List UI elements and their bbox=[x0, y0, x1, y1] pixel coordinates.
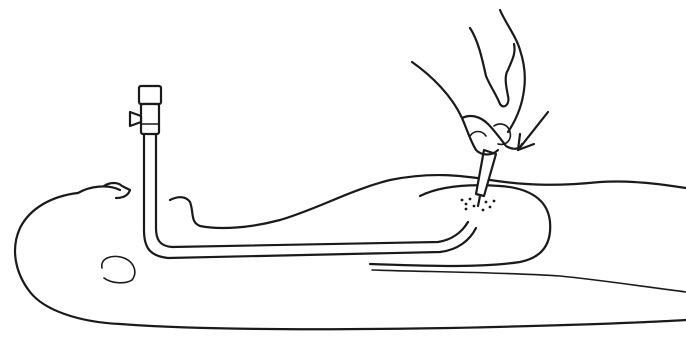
spot bbox=[482, 209, 485, 212]
spot bbox=[485, 201, 488, 204]
head-outline bbox=[15, 186, 686, 329]
spot bbox=[461, 199, 464, 202]
spot bbox=[469, 198, 472, 201]
arm-lower-edge bbox=[372, 270, 686, 292]
stopcock-handle bbox=[130, 112, 141, 126]
catheter-tube bbox=[144, 132, 476, 258]
instrument-shaft bbox=[476, 150, 496, 196]
tube-inner bbox=[156, 132, 468, 247]
spot bbox=[465, 203, 468, 206]
catheter-valve-hub bbox=[130, 86, 161, 134]
spot bbox=[465, 208, 468, 211]
spot bbox=[493, 200, 496, 203]
tube-outer bbox=[144, 132, 476, 258]
arrow-indicator bbox=[518, 112, 548, 150]
spot bbox=[473, 205, 476, 208]
upper-hand bbox=[470, 10, 525, 132]
needle-tip bbox=[478, 196, 480, 206]
chin-neck bbox=[170, 197, 280, 228]
hub-body bbox=[141, 104, 159, 134]
nose bbox=[104, 183, 130, 198]
hub-cap bbox=[139, 86, 161, 104]
spot bbox=[489, 206, 492, 209]
ear bbox=[102, 256, 135, 282]
patient-body bbox=[15, 175, 686, 329]
